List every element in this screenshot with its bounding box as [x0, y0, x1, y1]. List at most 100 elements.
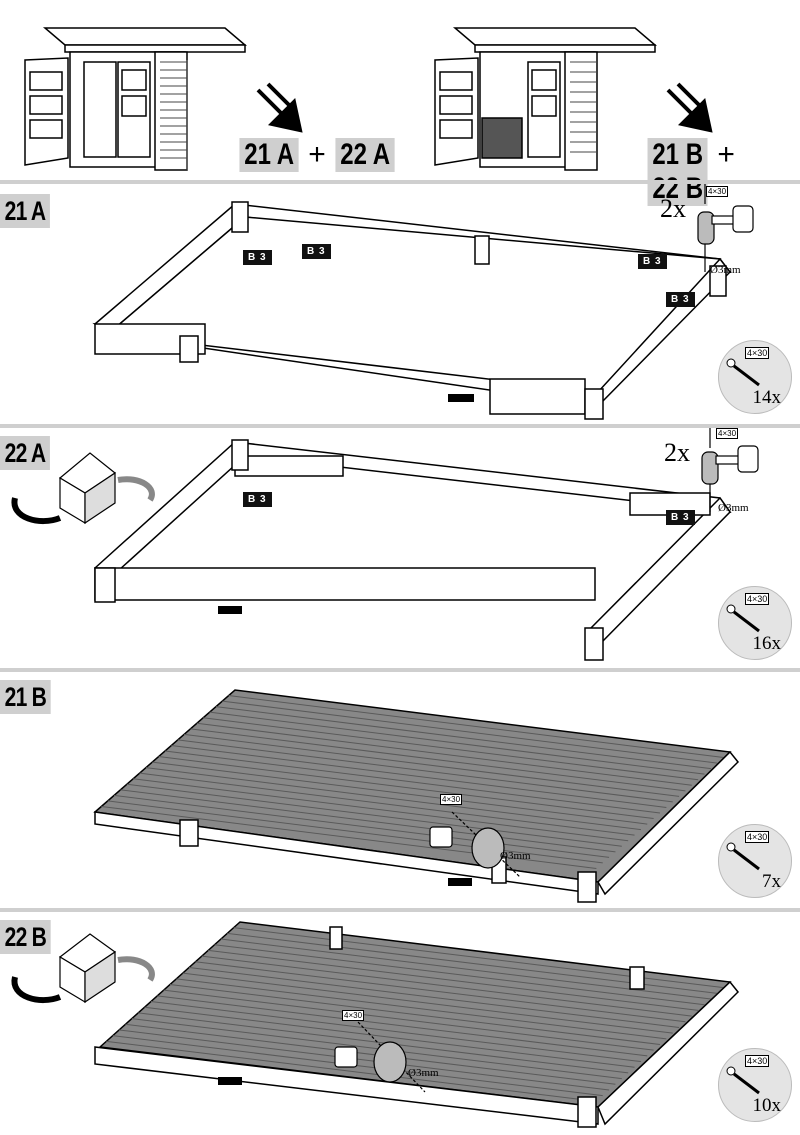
floor-board-line [171, 744, 667, 808]
screw-count: 16x [752, 633, 782, 654]
screw-count-badge: 4×30 10x [718, 1048, 792, 1122]
screw-count: 10x [752, 1095, 782, 1116]
floor-board-line [126, 783, 622, 847]
arrow-b-icon [666, 82, 713, 133]
screw-spec: 4×30 [745, 593, 770, 605]
b3-tag: B 3 [302, 244, 331, 259]
screw-spec: 4×30 [342, 1010, 365, 1021]
floor-diagram [11, 921, 740, 1128]
floor-board-line [182, 972, 673, 1034]
b3-tag: B 3 [666, 292, 695, 307]
step-22a-panel: 22 A B 3 B 3 2x 4×30 [0, 428, 800, 668]
arrow-a-icon [256, 82, 303, 133]
floor-board-line [163, 989, 654, 1051]
step-label: 21 B [0, 680, 51, 714]
drill-size: Ø3mm [408, 1067, 439, 1079]
floor-board-line [201, 955, 692, 1017]
multiplier-label: 2x [664, 438, 690, 467]
floor-board-line [139, 772, 635, 836]
floor-board-line [114, 794, 610, 858]
screw-spec: 4×30 [706, 186, 729, 197]
drill-size: Ø3mm [710, 264, 741, 276]
screw-icon [726, 1066, 760, 1095]
floor-board-line [106, 1040, 597, 1102]
floor-board-line [215, 706, 711, 770]
rotate-shed-icon [11, 452, 155, 525]
floor-board-line [164, 750, 661, 814]
screw-icon [726, 358, 760, 387]
screw-count-badge: 4×30 16x [718, 586, 792, 660]
screw-count: 7x [762, 871, 781, 892]
floor-board-line [158, 756, 654, 820]
label-plate [448, 878, 472, 886]
floor-board-line [177, 739, 673, 803]
floor-board-line [196, 722, 692, 786]
step-ref-21a: 21 A [239, 138, 299, 172]
screw-count-badge: 4×30 7x [718, 824, 792, 898]
floor-board-line [150, 1001, 641, 1063]
overview-shed-illustrations [24, 27, 713, 171]
divider [0, 908, 800, 912]
step-ref-22b: 22 B [647, 172, 708, 206]
step-label: 21 A [0, 194, 50, 228]
floor-board-line [144, 1006, 635, 1068]
label-plate [448, 394, 474, 402]
drill-size: Ø3mm [500, 850, 531, 862]
screw-spec: 4×30 [745, 1055, 770, 1067]
divider [0, 180, 800, 184]
b3-tag: B 3 [666, 510, 695, 525]
screw-icon [726, 604, 760, 633]
b3-tag: B 3 [243, 250, 272, 265]
floor-board-line [169, 984, 661, 1045]
screwdriver-icon [334, 1021, 426, 1093]
floor-board-line [145, 767, 641, 831]
step-ref-21b: 21 B [647, 138, 708, 172]
step-label: 22 A [0, 436, 50, 470]
floor-board-line [157, 995, 648, 1057]
sequence-b: 21 B +22 B [640, 138, 800, 206]
floor-board-line [120, 789, 616, 853]
floor-board-line [222, 700, 718, 764]
label-plate [218, 606, 242, 614]
floor-board-line [107, 800, 603, 864]
floor-board-line [138, 1012, 629, 1074]
step-label: 22 B [0, 920, 51, 954]
screw-icon [726, 842, 760, 871]
floor-board-line [190, 728, 686, 792]
b3-tag: B 3 [638, 254, 667, 269]
frame-diagram [11, 439, 732, 661]
floor-board-line [195, 961, 686, 1023]
b3-tag: B 3 [243, 492, 272, 507]
floor-board-line [125, 1023, 616, 1085]
overview-panel: 21 A +22 A 21 B +22 B [0, 0, 800, 206]
floor-board-line [131, 1018, 622, 1080]
floor-board-line [133, 778, 629, 842]
step-21a-panel: 21 A B 3 B 3 B 3 B 3 2x 4×30 Ø [0, 184, 800, 424]
screwdriver-icon [429, 811, 521, 878]
screw-count: 14x [752, 387, 782, 408]
floor-board-line [228, 695, 724, 759]
floor-board-line [176, 978, 667, 1040]
sequence-a: 21 A +22 A [232, 138, 402, 172]
step-ref-22a: 22 A [335, 138, 395, 172]
plus-sign: + [717, 138, 735, 171]
floor-board-line [119, 1029, 610, 1091]
floor-board-line [209, 711, 705, 775]
divider [0, 424, 800, 428]
plus-sign: + [308, 138, 326, 171]
screw-spec: 4×30 [716, 428, 739, 439]
screw-spec: 4×30 [745, 831, 770, 843]
step-21b-panel: 21 B 4×30 Ø3mm 4×30 7x [0, 672, 800, 908]
multiplier-label: 2x [660, 194, 686, 223]
step-22b-panel: 22 B 4×30 Ø3mm 4×30 10x [0, 912, 800, 1135]
floor-board-line [152, 761, 648, 825]
divider [0, 668, 800, 672]
floor-board-line [208, 949, 699, 1011]
floor-board-line [214, 944, 705, 1006]
shed-b-illustration [434, 27, 658, 171]
floor-diagram [93, 689, 740, 903]
floor-board-line [184, 733, 680, 797]
drill-size: Ø3mm [718, 502, 749, 514]
screw-count-badge: 4×30 14x [718, 340, 792, 414]
screw-spec: 4×30 [440, 794, 463, 805]
